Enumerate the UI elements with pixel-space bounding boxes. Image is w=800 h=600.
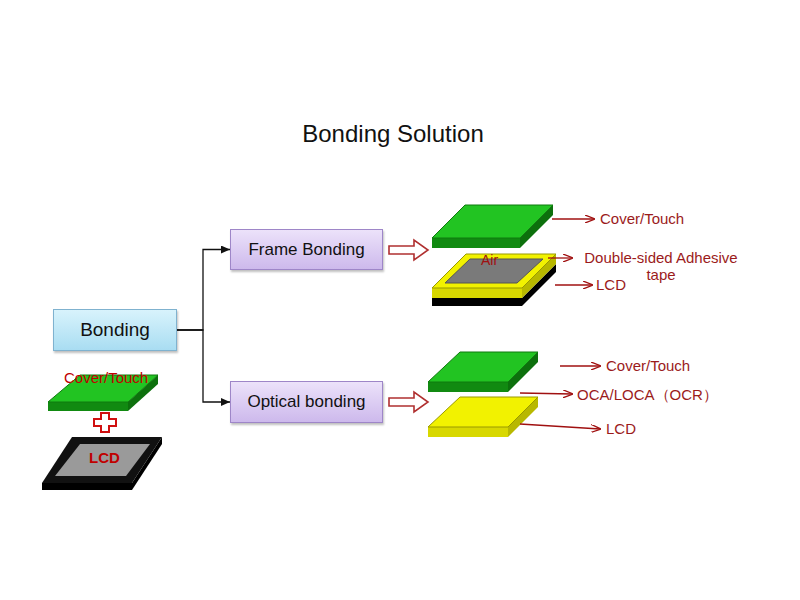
part-label: Cover/Touch [64, 369, 148, 386]
connector-arrow [177, 250, 230, 331]
part-label: Cover/Touch [606, 357, 690, 374]
part-label: Air [481, 252, 498, 268]
method-box: Frame Bonding [230, 229, 383, 270]
cover-plate [428, 352, 538, 392]
lcd-panel [428, 397, 538, 437]
method-box: Optical bonding [230, 381, 383, 423]
process-box: Bonding [53, 309, 177, 351]
part-label: LCD [606, 420, 636, 437]
box-label: Bonding [80, 319, 150, 341]
hollow-arrow [389, 392, 428, 412]
hollow-arrow [389, 240, 428, 260]
part-label: Cover/Touch [600, 210, 684, 227]
box-label: Optical bonding [247, 392, 365, 412]
part-label: LCD [596, 276, 626, 293]
part-label: OCA/LOCA（OCR） [577, 386, 718, 403]
box-label: Frame Bonding [248, 240, 364, 260]
plus-sign [94, 413, 116, 432]
cover-plate [432, 205, 553, 248]
diagram-title: Bonding Solution [0, 120, 786, 148]
connector-arrow [177, 330, 230, 402]
part-label: LCD [89, 449, 120, 466]
lcd-frame [42, 437, 162, 490]
